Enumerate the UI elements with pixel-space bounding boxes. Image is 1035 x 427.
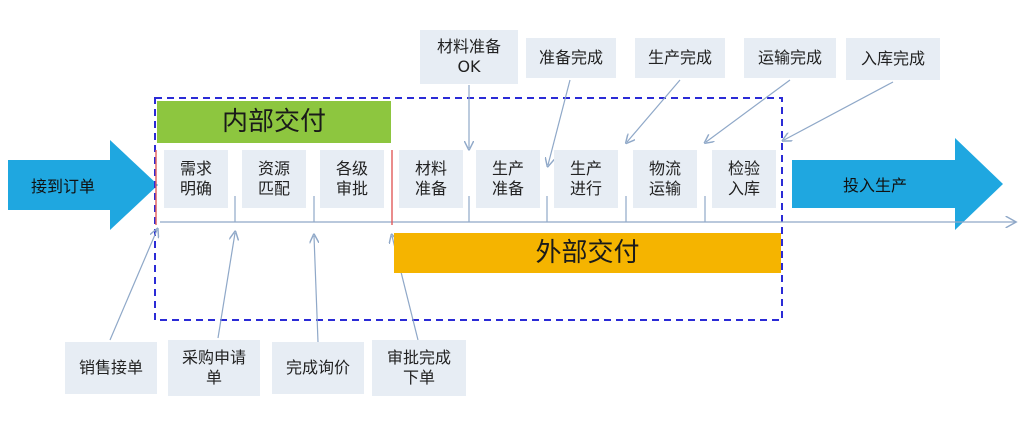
step-resource-match: 资源 匹配 xyxy=(242,150,306,208)
external-band: 外部交付 xyxy=(394,233,781,273)
bottom-label-approval-order: 审批完成 下单 xyxy=(372,340,466,396)
step-approval: 各级 审批 xyxy=(320,150,384,208)
bottom-label-sales-order: 销售接单 xyxy=(65,342,157,394)
left-big-arrow xyxy=(8,140,158,230)
bottom-label-inquiry-done: 完成询价 xyxy=(272,342,364,394)
timeline-separators xyxy=(234,196,706,222)
top-label-storage-done: 入库完成 xyxy=(846,38,940,80)
top-pointers xyxy=(469,79,894,165)
step-production-prep: 生产 准备 xyxy=(476,150,540,208)
step-demand-clarify: 需求 明确 xyxy=(164,150,228,208)
bottom-pointers xyxy=(109,230,419,343)
bottom-label-purchase-request: 采购申请 单 xyxy=(168,340,260,396)
top-label-production-done: 生产完成 xyxy=(635,38,725,78)
step-production-run: 生产 进行 xyxy=(554,150,618,208)
step-inspection-storage: 检验 入库 xyxy=(712,150,776,208)
step-logistics: 物流 运输 xyxy=(633,150,697,208)
top-label-material-ok: 材料准备 OK xyxy=(420,30,518,84)
top-label-prep-done: 准备完成 xyxy=(526,38,616,78)
internal-band: 内部交付 xyxy=(157,101,391,143)
right-big-arrow xyxy=(792,138,1003,230)
step-material-prep: 材料 准备 xyxy=(399,150,463,208)
right-arrow-label: 投入生产 xyxy=(842,176,907,195)
left-arrow-label: 接到订单 xyxy=(30,177,95,196)
top-label-transport-done: 运输完成 xyxy=(744,38,836,78)
